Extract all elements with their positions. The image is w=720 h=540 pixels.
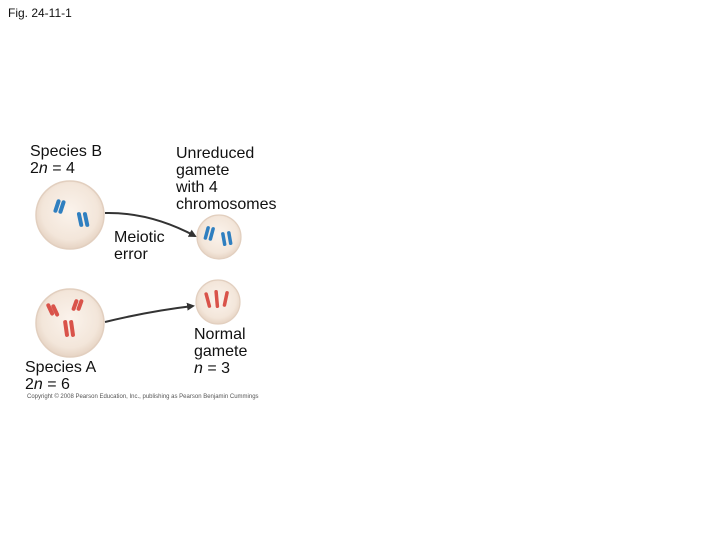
species-a-cell [35, 288, 105, 358]
copyright-notice: Copyright © 2008 Pearson Education, Inc.… [27, 394, 259, 400]
species-a-chromosomes [46, 299, 84, 337]
species-b-cell [35, 180, 105, 250]
unreduced-gamete-line2: gamete [176, 162, 230, 179]
normal-gamete-ploidy: n = 3 [194, 360, 231, 377]
species-b-chromosomes [53, 199, 90, 227]
normal-gamete-line2: gamete [194, 343, 248, 360]
species-b-ploidy: 2n = 4 [30, 160, 75, 177]
meiotic-error-line2: error [114, 246, 148, 263]
species-a-name: Species A [25, 359, 97, 376]
unreduced-gamete-chromosomes [203, 226, 233, 246]
normal-gamete-label: Normal gamete n = 3 [194, 326, 247, 377]
species-b-label: Species B 2n = 4 [30, 143, 102, 177]
unreduced-gamete-line4: chromosomes [176, 196, 277, 213]
meiotic-error-arrow [104, 211, 197, 237]
normal-gamete-line1: Normal [194, 326, 246, 343]
unreduced-gamete-line1: Unreduced [176, 145, 255, 162]
normal-gamete-chromosomes [204, 290, 229, 308]
figure-label: Fig. 24-11-1 [8, 6, 72, 20]
species-a-label: Species A 2n = 6 [25, 359, 96, 393]
normal-meiosis-arrow [104, 302, 195, 323]
normal-gamete-cell [195, 279, 241, 325]
meiotic-error-label: Meiotic error [114, 229, 165, 263]
unreduced-gamete-cell [196, 214, 242, 260]
species-b-name: Species B [30, 143, 103, 160]
meiotic-error-line1: Meiotic [114, 229, 165, 246]
unreduced-gamete-label: Unreduced gamete with 4 chromosomes [176, 145, 276, 213]
species-a-ploidy: 2n = 6 [25, 376, 70, 393]
unreduced-gamete-line3: with 4 [176, 179, 218, 196]
